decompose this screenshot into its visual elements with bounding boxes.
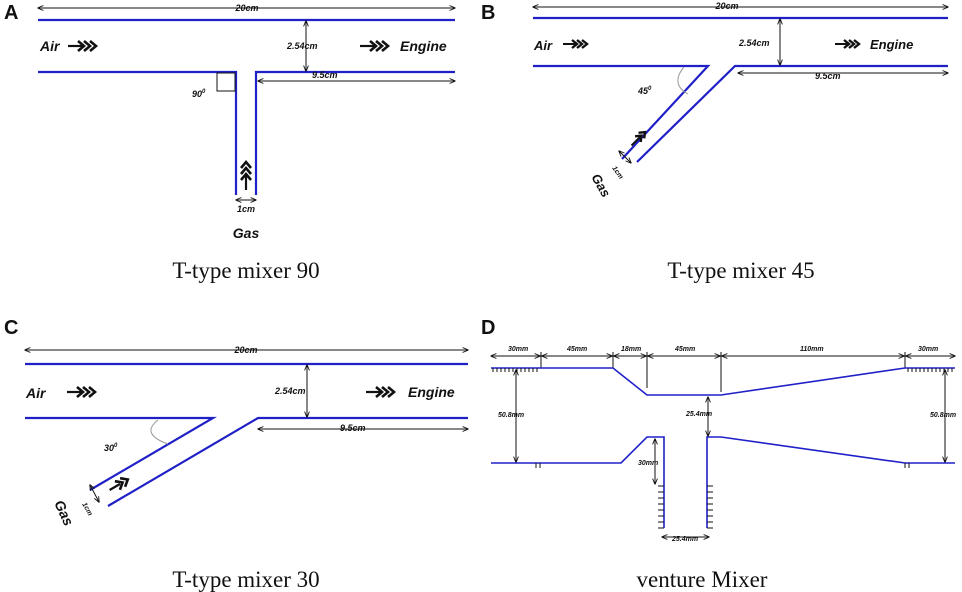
panel-letter-a: A (4, 2, 18, 24)
angle-c: 300 (104, 443, 118, 453)
dim-seg6-d: 30mm (918, 346, 938, 353)
caption-b: T-type mixer 45 (667, 258, 814, 283)
gas-arrow-icon (240, 159, 252, 190)
panel-letter-d: D (481, 317, 495, 339)
dim-inlet-a: 1cm (237, 204, 255, 214)
left-wall-c (25, 416, 218, 491)
dim-seg4-d: 45mm (674, 346, 695, 353)
air-arrow-icon (68, 40, 99, 52)
gas-arrow-icon (630, 130, 647, 147)
right-angle-marker-a (216, 72, 236, 92)
dim-inlet-len-d: 30mm (638, 460, 658, 467)
angle-b: 450 (637, 86, 652, 96)
air-arrow-icon (563, 39, 589, 49)
dim-height-b: 2.54cm (738, 38, 770, 48)
panel-letter-b: B (481, 2, 495, 24)
gas-label-b: Gas (588, 171, 613, 200)
dim-inlet-width-d: 25.4mm (671, 536, 698, 543)
dim-line-inlet-c (90, 485, 99, 502)
dim-throat-d: 25.4mm (685, 411, 712, 418)
angle-arc-b (677, 66, 689, 95)
right-wall-a (254, 70, 455, 195)
air-label-b: Air (533, 38, 553, 53)
engine-label-a: Engine (400, 38, 447, 54)
air-label-a: Air (39, 38, 61, 54)
hatching-d (492, 368, 953, 529)
gas-label-a: Gas (233, 225, 260, 241)
engine-label-c: Engine (408, 384, 455, 400)
dim-height-c: 2.54cm (274, 386, 306, 396)
gas-label-c: Gas (51, 498, 77, 529)
air-arrow-icon (67, 386, 98, 398)
right-wall-b (636, 64, 948, 163)
engine-arrow-icon (360, 40, 391, 52)
air-label-c: Air (25, 385, 47, 401)
top-wall-d (491, 367, 955, 396)
angle-a: 900 (192, 89, 206, 99)
dim-height-a: 2.54cm (286, 41, 318, 51)
dim-seg2-d: 45mm (566, 346, 587, 353)
panel-d: D 30mm 45mm 18mm 45mm 110mm 30mm (481, 317, 956, 592)
dim-line-inlet-b (619, 151, 631, 163)
gas-arrow-icon (109, 476, 130, 491)
panel-b: B 20cm 2.54cm 9.5cm 450 Air Engine 1cm G… (481, 1, 948, 283)
dim-seg3-d: 18mm (621, 346, 641, 353)
engine-arrow-icon (835, 39, 861, 49)
dim-inlet-b: 1cm (610, 165, 624, 180)
panel-letter-c: C (4, 317, 18, 339)
dim-height-left-d: 50.8mm (498, 412, 524, 419)
dim-total-b: 20cm (714, 1, 738, 11)
dim-seg5-d: 110mm (800, 346, 824, 353)
dim-right-b: 9.5cm (815, 71, 841, 81)
caption-d: venture Mixer (637, 567, 768, 592)
panel-a: A 20cm 2.54cm 9.5cm 900 Air Engine (4, 2, 455, 283)
dim-seg1-d: 30mm (508, 346, 528, 353)
dim-right-a: 9.5cm (312, 70, 338, 80)
bottom-right-wall-d (706, 436, 955, 528)
dim-total-a: 20cm (234, 3, 258, 13)
left-wall-b (533, 64, 711, 160)
engine-label-b: Engine (870, 37, 913, 52)
left-wall-a (38, 70, 238, 195)
bottom-left-wall-d (491, 436, 665, 528)
dim-total-c: 20cm (233, 345, 257, 355)
angle-arc-c (150, 419, 169, 445)
right-wall-c (107, 416, 468, 507)
engine-arrow-icon (366, 386, 397, 398)
segment-dims-d (491, 352, 955, 392)
dim-inlet-c: 1cm (80, 502, 93, 518)
caption-a: T-type mixer 90 (172, 258, 319, 283)
dim-height-right-d: 50.8mm (930, 412, 956, 419)
panel-c: C 20cm 2.54cm 9.5cm 300 Air Engine 1cm G… (4, 317, 468, 592)
dim-right-c: 9.5cm (340, 423, 366, 433)
caption-c: T-type mixer 30 (172, 567, 319, 592)
